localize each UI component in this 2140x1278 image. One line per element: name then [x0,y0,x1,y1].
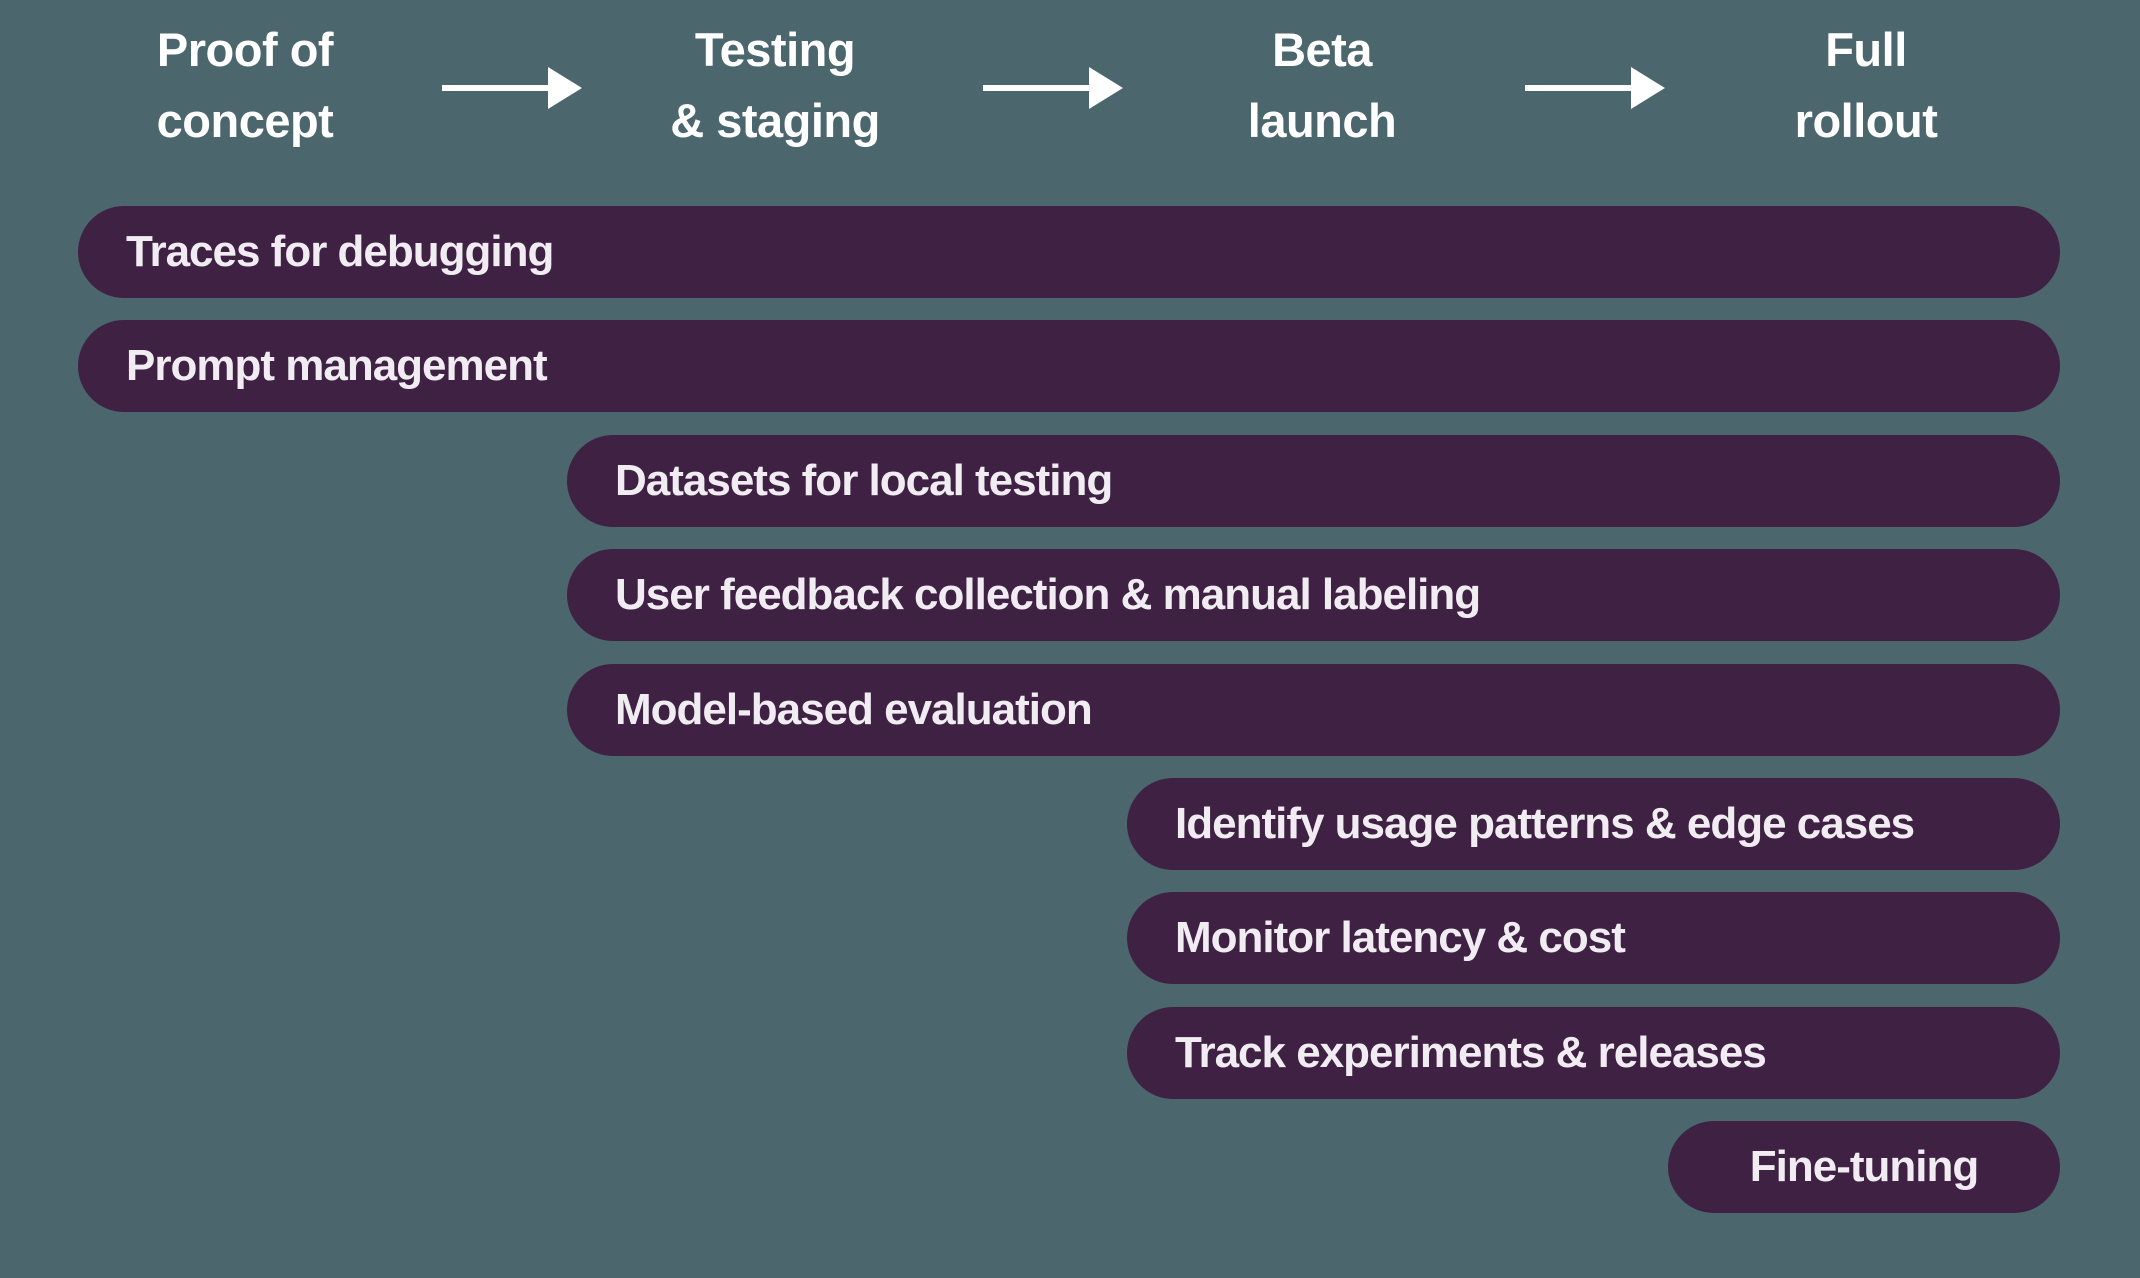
stage-header-testing-staging: Testing & staging [670,23,880,147]
roadmap-bar: Traces for debugging [78,206,2060,298]
arrow-right-icon [983,60,1123,116]
arrow-right-icon [442,60,582,116]
roadmap-bar-label: Datasets for local testing [615,456,1113,505]
roadmap-bar-label: Model-based evaluation [615,685,1093,734]
roadmap-bar-label: Traces for debugging [126,227,554,276]
stage-header-beta-launch: Beta launch [1247,23,1397,147]
roadmap-bar: Fine-tuning [1668,1121,2060,1213]
roadmap-bar: Track experiments & releases [1127,1007,2060,1099]
roadmap-bar: Monitor latency & cost [1127,892,2060,984]
roadmap-bar: Model-based evaluation [567,664,2060,756]
stage-header-proof-of-concept: Proof of concept [156,23,334,147]
roadmap-bar-label: Prompt management [126,341,548,390]
roadmap-bar: Prompt management [78,320,2060,412]
stage-header-full-rollout: Full rollout [1794,23,1938,147]
roadmap-bar-label: Fine-tuning [1749,1142,1979,1191]
roadmap-bar-label: Track experiments & releases [1175,1028,1767,1077]
arrow-right-icon [1525,60,1665,116]
roadmap-bar: Datasets for local testing [567,435,2060,527]
roadmap-bar-label: User feedback collection & manual labeli… [615,570,1481,619]
roadmap-bar: Identify usage patterns & edge cases [1127,778,2060,870]
roadmap-bar: User feedback collection & manual labeli… [567,549,2060,641]
roadmap-bar-label: Identify usage patterns & edge cases [1175,799,1915,848]
roadmap-bar-label: Monitor latency & cost [1175,913,1626,962]
